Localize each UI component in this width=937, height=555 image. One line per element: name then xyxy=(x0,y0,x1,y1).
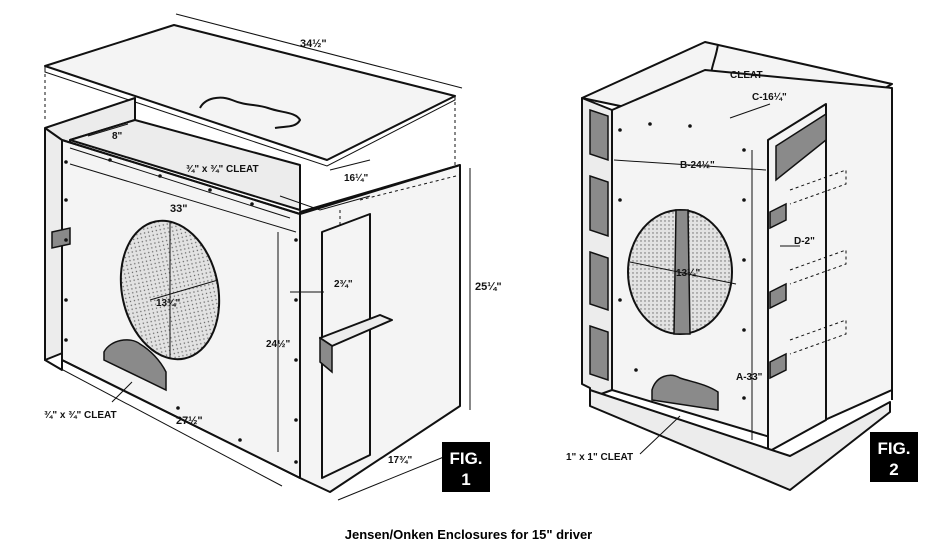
fig-2-label-line1: FIG. xyxy=(877,439,910,458)
dim-inner-offset: 8" xyxy=(112,131,123,142)
dim-side-depth: 17¾" xyxy=(388,455,412,466)
fig2-dim-hole-diameter: 13¼" xyxy=(676,268,700,279)
dim-cleat-top: ¾" x ¾" CLEAT xyxy=(186,164,259,175)
box-body xyxy=(44,97,461,493)
fig2-right-shelves xyxy=(769,169,847,380)
fig2-screw-dots xyxy=(618,122,746,400)
top-panel xyxy=(44,24,456,167)
fig2-dim-d: D-2" xyxy=(794,236,815,247)
fig2-dim-c: C-16¼" xyxy=(752,92,787,103)
figure-1-dimension-lines xyxy=(47,13,471,501)
dim-cleat-bottom: ¾" x ¾" CLEAT xyxy=(44,410,117,421)
dim-front-height: 24½" xyxy=(266,339,290,350)
fig-2-badge: FIG. 2 xyxy=(870,432,918,482)
dim-hole-diameter: 13¼" xyxy=(156,298,180,309)
figure-2: CLEAT C-16¼" B-24½" D-2" 13¼" A-33" 1" x… xyxy=(566,41,918,491)
dim-depth-inner: 16¼" xyxy=(344,173,368,184)
screw-dots xyxy=(64,158,298,464)
figure-caption: Jensen/Onken Enclosures for 15" driver xyxy=(344,527,593,542)
fig-1-badge: FIG. 1 xyxy=(442,442,490,492)
dim-front-width: 33" xyxy=(170,203,187,215)
dim-top-width: 34½" xyxy=(300,38,327,50)
fig2-dim-cleat-bottom: 1" x 1" CLEAT xyxy=(566,452,633,463)
fig-1-label-line1: FIG. xyxy=(449,449,482,468)
fig-2-label-line2: 2 xyxy=(889,460,898,479)
fig2-dim-a: A-33" xyxy=(736,372,763,383)
dim-height: 25¼" xyxy=(475,281,502,293)
fig2-left-shelves xyxy=(589,108,609,382)
dim-shelf-offset: 2¾" xyxy=(334,279,353,290)
fig2-base xyxy=(589,389,891,491)
figure-1: 34½" 8" ¾" x ¾" CLEAT 16¼" 33" 2¾" 25¼" … xyxy=(44,13,502,501)
fig-1-label-line2: 1 xyxy=(461,470,470,489)
fig2-dim-cleat-top: CLEAT xyxy=(730,70,763,81)
dim-base-width: 27½" xyxy=(176,415,203,427)
figure-2-dimension-lines xyxy=(613,103,800,455)
fig2-dim-b: B-24½" xyxy=(680,160,715,171)
